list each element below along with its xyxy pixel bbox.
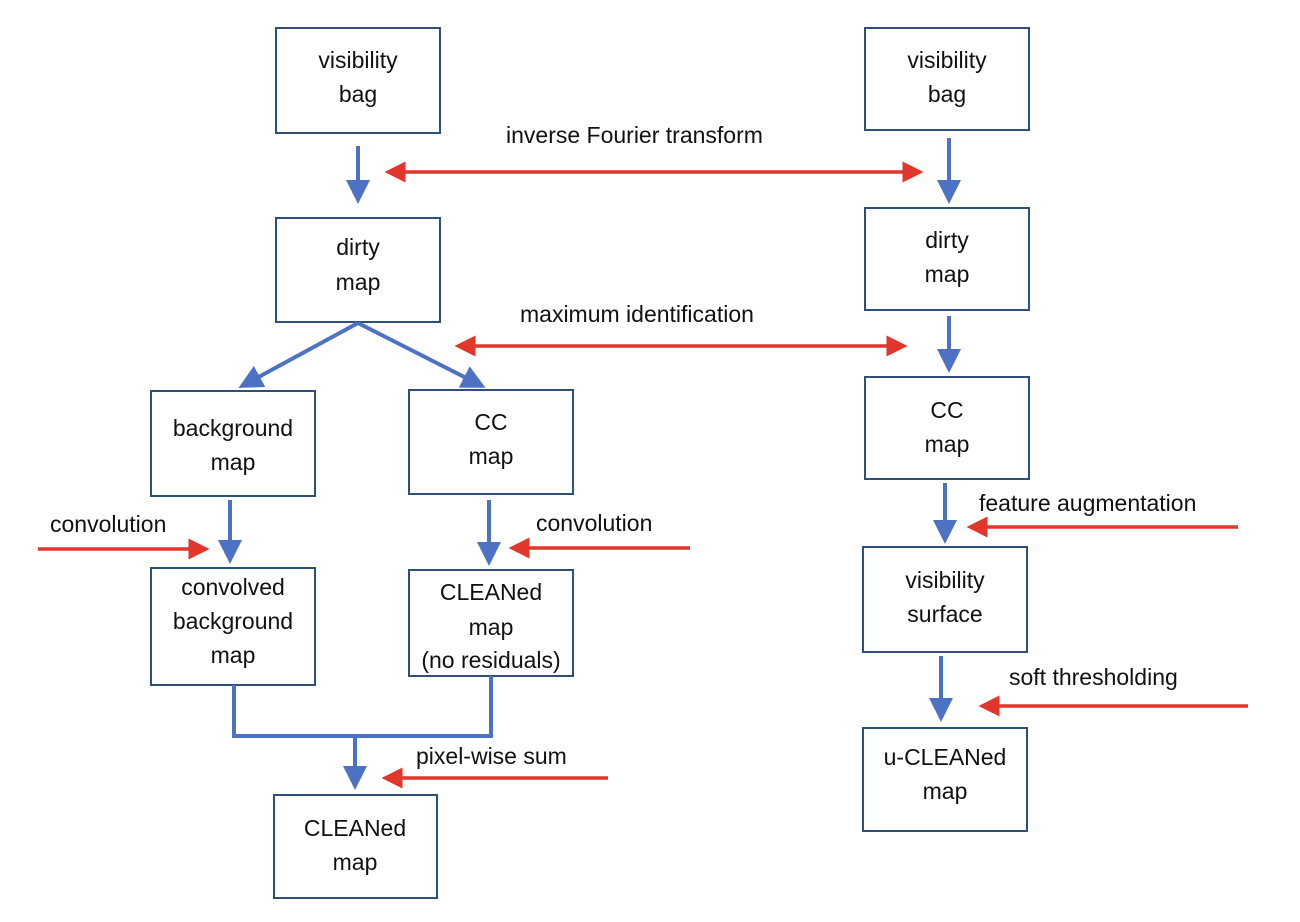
u-cleaned-map-line2: map <box>923 778 968 804</box>
left-cc-map-box: CC map <box>408 389 574 495</box>
left-visibility-bag-box: visibility bag <box>275 27 441 134</box>
right-dirty-map-line2: map <box>925 261 970 287</box>
left-dirty-map-line2: map <box>336 269 381 295</box>
visibility-surface-line2: surface <box>907 601 982 627</box>
right-visibility-bag-line2: bag <box>928 81 966 107</box>
cleaned-no-residuals-line1: CLEANed <box>440 579 542 605</box>
convolved-background-line3: map <box>211 642 256 668</box>
right-dirty-map-line1: dirty <box>925 227 969 253</box>
visibility-surface-box: visibility surface <box>862 546 1028 653</box>
background-map-line1: background <box>173 415 293 441</box>
feature-augmentation-label: feature augmentation <box>979 490 1196 516</box>
cleaned-no-residuals-line2: map <box>469 614 514 640</box>
convolution-left-label: convolution <box>50 511 166 537</box>
u-cleaned-map-line1: u-CLEANed <box>884 744 1007 770</box>
convolution-right-label: convolution <box>536 510 652 536</box>
cleaned-map-box: CLEANed map <box>273 794 438 899</box>
cleaned-no-residuals-line3: (no residuals) <box>421 647 560 673</box>
flow-arrow-dirty-to-background <box>238 321 359 388</box>
inverse-fourier-label: inverse Fourier transform <box>506 122 763 148</box>
soft-thresholding-label: soft thresholding <box>1009 664 1178 690</box>
left-cc-map-line2: map <box>469 443 514 469</box>
background-map-line2: map <box>211 449 256 475</box>
left-visibility-bag-line1: visibility <box>318 47 398 73</box>
flow-connector-sum <box>232 676 493 738</box>
background-map-box: background map <box>150 390 316 497</box>
flow-arrow-dirty-to-cc <box>357 321 486 388</box>
convolved-background-line1: convolved <box>181 574 285 600</box>
right-dirty-map-box: dirty map <box>864 207 1030 311</box>
cleaned-map-line1: CLEANed <box>304 815 406 841</box>
left-visibility-bag-line2: bag <box>339 81 377 107</box>
pixel-wise-sum-label: pixel-wise sum <box>416 743 567 769</box>
left-dirty-map-line1: dirty <box>336 234 380 260</box>
right-visibility-bag-line1: visibility <box>907 47 987 73</box>
maximum-identification-label: maximum identification <box>520 301 754 327</box>
visibility-surface-line1: visibility <box>905 567 985 593</box>
left-cc-map-line1: CC <box>474 409 507 435</box>
right-cc-map-box: CC map <box>864 376 1030 480</box>
right-cc-map-line2: map <box>925 431 970 457</box>
cleaned-map-no-residuals-box: CLEANed map (no residuals) <box>408 569 574 677</box>
convolved-background-line2: background <box>173 608 293 634</box>
cleaned-map-line2: map <box>333 849 378 875</box>
right-cc-map-line1: CC <box>930 397 963 423</box>
right-visibility-bag-box: visibility bag <box>864 27 1030 131</box>
convolved-background-map-box: convolved background map <box>150 567 316 686</box>
left-dirty-map-box: dirty map <box>275 217 441 323</box>
u-cleaned-map-box: u-CLEANed map <box>862 727 1028 832</box>
